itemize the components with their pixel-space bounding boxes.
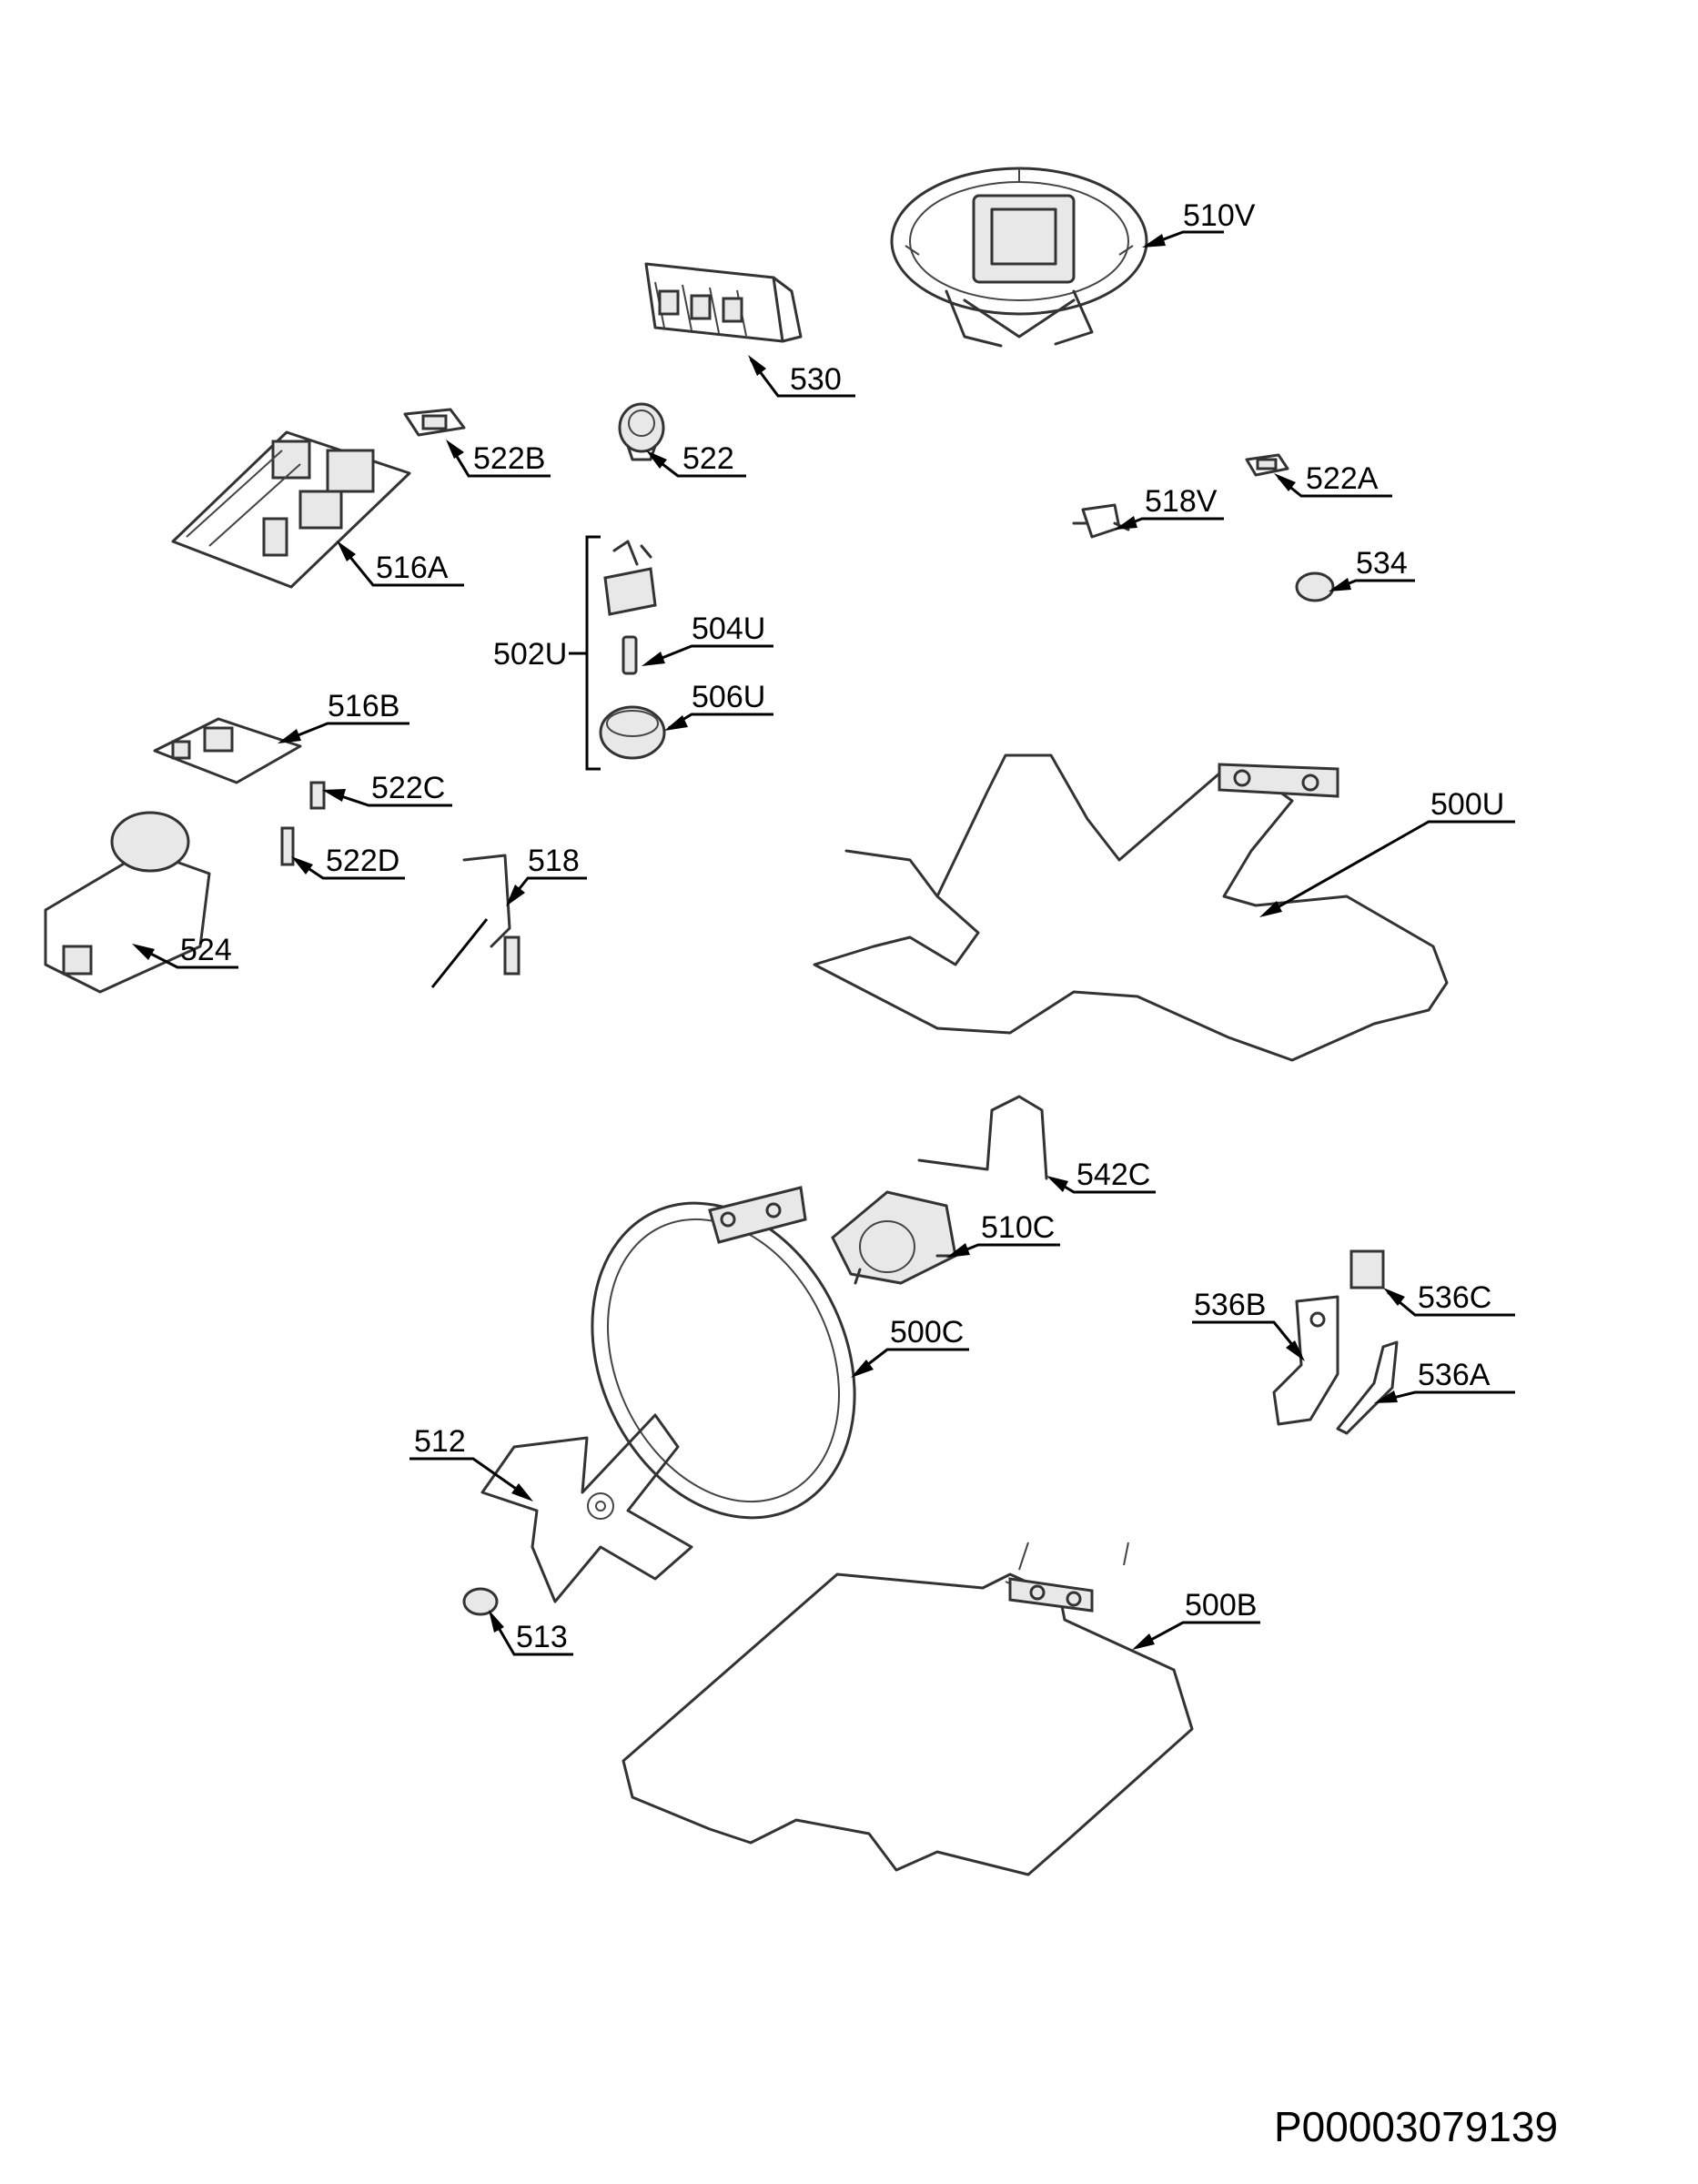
- part-524-door-lock: [44, 811, 211, 994]
- label-506U: 506U: [692, 680, 765, 714]
- label-522C: 522C: [371, 771, 445, 805]
- arrowhead-500U: [1259, 901, 1282, 917]
- part-536C-switch: [1349, 1249, 1385, 1289]
- part-502U-lamp-holder: [603, 540, 657, 616]
- part-534-lamp-cap: [1295, 571, 1335, 602]
- leader-536A: [1378, 1390, 1515, 1403]
- part-513-nut: [462, 1587, 499, 1616]
- label-516A: 516A: [376, 551, 449, 585]
- arrowhead-522B: [446, 440, 464, 459]
- arrowhead-504U: [642, 652, 665, 666]
- label-513: 513: [516, 1620, 568, 1654]
- part-500B-bottom-element: [622, 1542, 1194, 1876]
- label-512: 512: [414, 1424, 466, 1459]
- label-536C: 536C: [1418, 1280, 1491, 1315]
- label-522B: 522B: [473, 441, 545, 476]
- part-522C-connector: [309, 781, 326, 810]
- leader-500C: [854, 1348, 969, 1376]
- part-522A-clip: [1245, 453, 1289, 477]
- part-518-probe: [430, 854, 521, 988]
- part-510V-fan-motor: [890, 167, 1148, 348]
- drawing-code: P00003079139: [1274, 2103, 1558, 2150]
- part-516A-control-board: [171, 430, 411, 589]
- label-536A: 536A: [1418, 1358, 1491, 1392]
- arrowhead-536C: [1383, 1288, 1405, 1306]
- label-510C: 510C: [981, 1210, 1055, 1245]
- label-534: 534: [1356, 546, 1408, 581]
- leader-536B: [1192, 1320, 1303, 1357]
- part-522-thermostat: [618, 402, 665, 461]
- label-518: 518: [528, 844, 580, 878]
- arrowhead-536A: [1374, 1390, 1398, 1403]
- arrowhead-510C: [946, 1243, 970, 1258]
- label-516B: 516B: [328, 689, 399, 723]
- part-504U-lamp: [622, 635, 638, 675]
- part-522D-connector: [280, 826, 295, 866]
- part-516B-board: [153, 717, 302, 784]
- arrowhead-542C: [1046, 1176, 1068, 1192]
- leader-504U: [645, 644, 773, 666]
- part-502U-group-bracket: [569, 535, 601, 771]
- part-500C-ring-element: [591, 1186, 856, 1520]
- part-530-terminal-block: [644, 262, 803, 343]
- arrowhead-500B: [1132, 1633, 1155, 1650]
- part-506U-glass-cover: [599, 705, 666, 760]
- leader-516B: [281, 722, 409, 743]
- arrowhead-513: [489, 1610, 504, 1633]
- arrowhead-516A: [337, 541, 356, 561]
- label-522D: 522D: [326, 844, 399, 878]
- arrowhead-522: [646, 450, 667, 469]
- part-510C-motor: [831, 1190, 957, 1285]
- label-500B: 500B: [1185, 1588, 1257, 1623]
- arrowhead-522C: [322, 789, 346, 802]
- part-536A-bracket: [1336, 1340, 1399, 1435]
- part-500U-top-element: [813, 753, 1449, 1062]
- arrowhead-518V: [1115, 516, 1137, 530]
- label-518V: 518V: [1145, 484, 1218, 519]
- arrowhead-500C: [851, 1360, 874, 1378]
- label-504U: 504U: [692, 612, 765, 646]
- arrowhead-530: [748, 355, 766, 376]
- leader-512: [409, 1457, 529, 1499]
- arrowhead-518: [506, 885, 525, 906]
- part-512-fan-blade: [480, 1413, 693, 1603]
- label-524: 524: [180, 933, 232, 967]
- part-518V-bracket: [1072, 503, 1130, 539]
- arrowhead-510V: [1142, 234, 1166, 248]
- leader-500B: [1137, 1621, 1260, 1649]
- label-510V: 510V: [1183, 198, 1256, 233]
- label-542C: 542C: [1076, 1158, 1150, 1192]
- arrowhead-512: [511, 1483, 533, 1502]
- arrowhead-506U: [664, 715, 688, 731]
- part-536B-bracket: [1272, 1295, 1339, 1426]
- leader-518: [508, 876, 587, 902]
- label-502U: 502U: [493, 637, 567, 672]
- arrowhead-516B: [278, 729, 301, 743]
- arrowhead-522D: [291, 856, 313, 875]
- label-530: 530: [790, 362, 842, 397]
- arrowhead-522A: [1274, 473, 1296, 491]
- arrowhead-524: [132, 944, 155, 960]
- label-522A: 522A: [1306, 461, 1379, 496]
- arrowhead-536B: [1286, 1340, 1305, 1361]
- label-522: 522: [682, 441, 734, 476]
- label-500C: 500C: [890, 1315, 964, 1350]
- label-500U: 500U: [1430, 787, 1504, 822]
- leader-500U: [1264, 820, 1515, 916]
- arrowhead-534: [1329, 578, 1351, 592]
- leader-516A: [339, 545, 464, 587]
- label-536B: 536B: [1194, 1288, 1266, 1322]
- part-542C-clamp: [917, 1095, 1048, 1180]
- part-522B-clip: [403, 408, 466, 437]
